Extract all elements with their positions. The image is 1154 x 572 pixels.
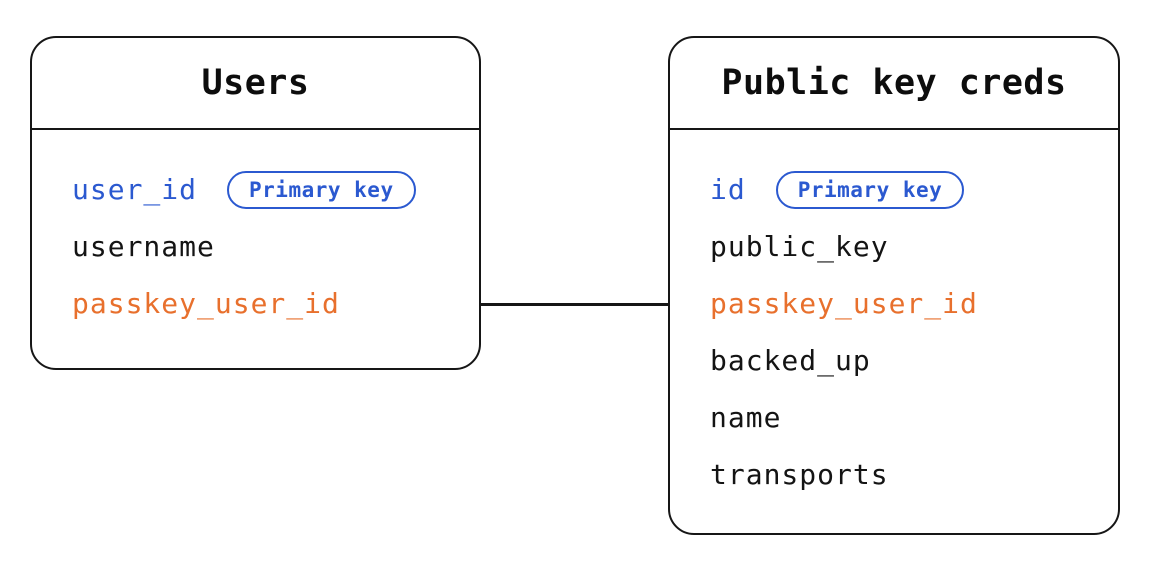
users-table-title: Users xyxy=(32,38,479,130)
users-table-body: user_id Primary key username passkey_use… xyxy=(32,130,479,332)
primary-key-badge: Primary key xyxy=(775,170,965,209)
relationship-line xyxy=(481,303,668,306)
field-row: user_id Primary key xyxy=(72,161,469,218)
field-row: passkey_user_id xyxy=(710,275,1108,332)
field-name-public-key: public_key xyxy=(710,230,889,263)
field-row: name xyxy=(710,389,1108,446)
users-table: Users user_id Primary key username passk… xyxy=(30,36,481,370)
field-name-user-id: user_id xyxy=(72,173,198,206)
field-name-name: name xyxy=(710,401,782,434)
field-row: public_key xyxy=(710,218,1108,275)
public-key-creds-table-body: id Primary key public_key passkey_user_i… xyxy=(670,130,1118,503)
field-row: passkey_user_id xyxy=(72,275,469,332)
field-name-passkey-user-id: passkey_user_id xyxy=(710,287,978,320)
public-key-creds-table-title: Public key creds xyxy=(670,38,1118,130)
primary-key-badge: Primary key xyxy=(227,170,416,209)
field-row: backed_up xyxy=(710,332,1108,389)
field-row: transports xyxy=(710,446,1108,503)
field-name-username: username xyxy=(72,230,215,263)
field-row: id Primary key xyxy=(710,161,1108,218)
field-name-backed-up: backed_up xyxy=(710,344,871,377)
public-key-creds-table: Public key creds id Primary key public_k… xyxy=(668,36,1120,535)
field-name-id: id xyxy=(710,173,746,206)
field-name-passkey-user-id: passkey_user_id xyxy=(72,287,340,320)
field-name-transports: transports xyxy=(710,458,889,491)
field-row: username xyxy=(72,218,469,275)
